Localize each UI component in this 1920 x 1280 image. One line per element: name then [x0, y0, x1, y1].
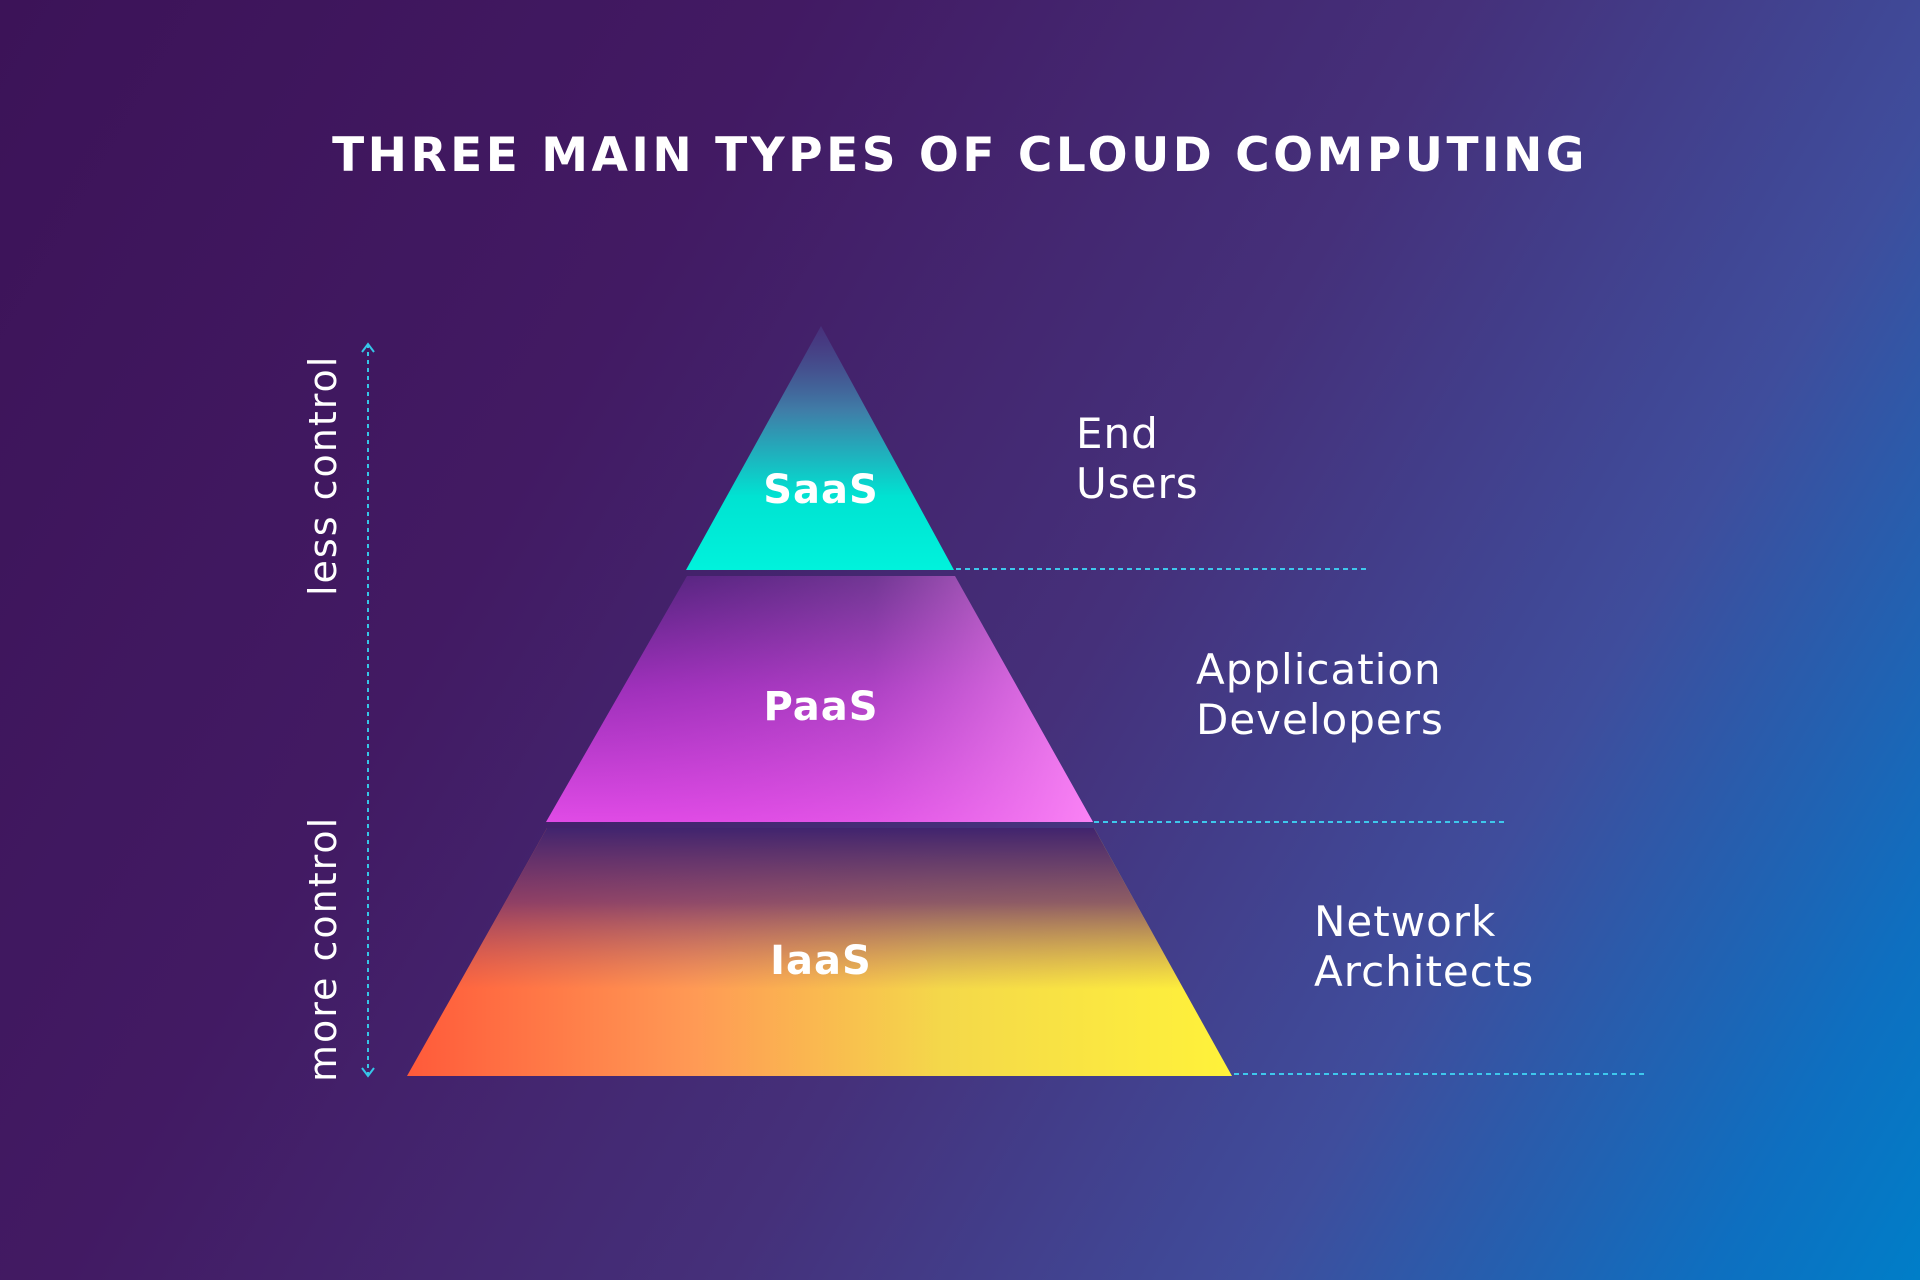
paas-audience-line1: Application	[1196, 645, 1442, 694]
page-title: THREE MAIN TYPES OF CLOUD COMPUTING	[332, 128, 1588, 183]
tier-paas: PaaS	[546, 576, 1093, 822]
saas-shape	[686, 326, 954, 570]
less-control-label: less control	[301, 355, 345, 596]
saas-label: SaaS	[763, 467, 879, 513]
tier-saas: SaaS	[686, 326, 954, 570]
saas-audience: End Users	[1076, 409, 1199, 508]
saas-audience-line2: Users	[1076, 459, 1199, 508]
iaas-audience-line1: Network	[1314, 897, 1496, 946]
control-axis	[361, 342, 375, 1078]
tier-iaas: IaaS	[407, 828, 1232, 1076]
iaas-label: IaaS	[770, 938, 872, 984]
iaas-audience: Network Architects	[1314, 897, 1534, 996]
paas-label: PaaS	[763, 684, 878, 730]
iaas-audience-line2: Architects	[1314, 947, 1534, 996]
arrow-up-icon	[361, 342, 375, 353]
paas-audience-line2: Developers	[1196, 695, 1444, 744]
more-control-label: more control	[301, 816, 345, 1082]
arrow-down-icon	[361, 1067, 375, 1078]
saas-audience-line1: End	[1076, 409, 1159, 458]
paas-audience: Application Developers	[1196, 645, 1444, 744]
